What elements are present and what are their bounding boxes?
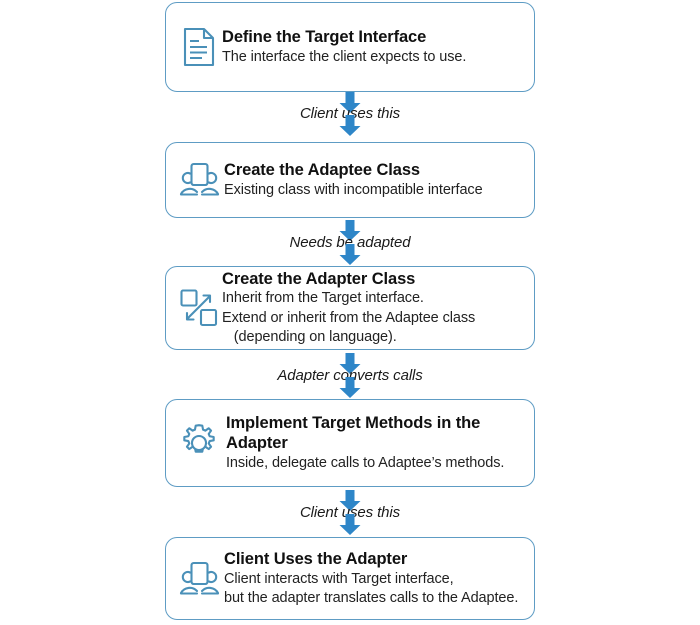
arrow-down-icon [335,115,365,136]
arrow-down-icon [335,353,365,374]
step-description: The interface the client expects to use. [222,48,520,67]
connector-1: Client uses this [0,92,700,136]
arrow-down-icon [335,490,365,511]
step-text-block: Client Uses the Adapter Client interacts… [222,549,534,608]
arrow-down-icon [335,514,365,535]
connector-2: Needs be adapted [0,218,700,265]
step-description: Client interacts with Target interface, … [224,570,520,609]
step-title: Implement Target Methods in the Adapter [226,413,481,453]
step-title: Define the Target Interface [222,27,427,46]
person-presentation-icon [166,161,222,199]
step-text-block: Create the Adapter Class Inherit from th… [222,269,534,348]
gear-icon [166,423,222,463]
step-text-block: Define the Target Interface The interfac… [222,27,534,67]
arrow-down-icon [335,244,365,265]
step-description-line: (depending on language). [222,329,397,346]
step-text-block: Create the Adaptee Class Existing class … [222,160,534,200]
step-description-line: The interface the client expects to use. [222,48,467,65]
connector-label: Client uses this [299,504,401,521]
step-description-line: Extend or inherit from the Adaptee class [222,309,476,326]
step-description: Inside, delegate calls to Adaptee’s meth… [226,454,520,473]
step-description-line: but the adapter translates calls to the … [224,589,519,606]
person-presentation-icon [166,560,222,598]
step-card-implement-target-methods[interactable]: Implement Target Methods in the Adapter … [165,399,535,487]
step-description-line: Inside, delegate calls to Adaptee’s meth… [226,455,505,472]
document-icon [166,27,222,67]
step-card-define-target-interface[interactable]: Define the Target Interface The interfac… [165,2,535,92]
arrow-down-icon [335,377,365,398]
step-card-create-adapter-class[interactable]: Create the Adapter Class Inherit from th… [165,266,535,350]
connector-3: Adapter converts calls [0,350,700,398]
step-description: Existing class with incompatible interfa… [224,181,520,200]
connector-label: Client uses this [299,105,401,122]
step-description-line: Inherit from the Target interface. [222,290,424,307]
step-description-line: Client interacts with Target interface, [224,570,454,587]
connector-label: Adapter converts calls [277,367,423,384]
transfer-squares-icon [166,288,222,328]
arrow-down-icon [335,220,365,241]
step-card-client-uses-adapter[interactable]: Client Uses the Adapter Client interacts… [165,537,535,620]
step-title: Create the Adapter Class [222,269,416,288]
step-title: Client Uses the Adapter [224,549,408,568]
connector-4: Client uses this [0,487,700,535]
step-text-block: Implement Target Methods in the Adapter … [222,413,534,474]
step-description: Inherit from the Target interface. Exten… [222,289,520,347]
step-card-create-adaptee-class[interactable]: Create the Adaptee Class Existing class … [165,142,535,218]
connector-label: Needs be adapted [289,234,411,251]
arrow-down-icon [335,92,365,113]
step-title: Create the Adaptee Class [224,160,420,179]
step-description-line: Existing class with incompatible interfa… [224,181,483,198]
